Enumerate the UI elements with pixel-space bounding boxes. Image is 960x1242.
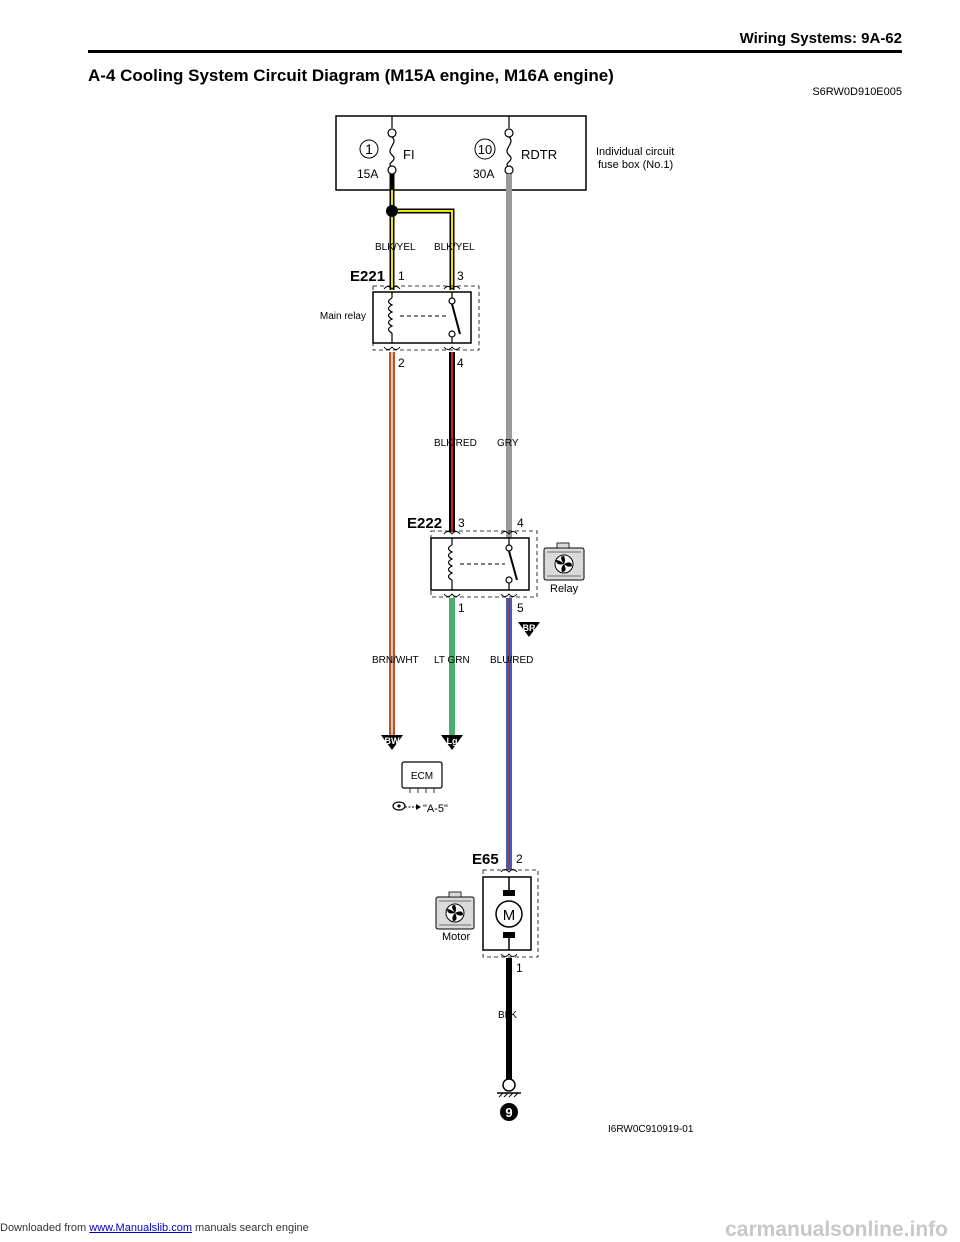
fuse-10-number: 10 — [478, 142, 492, 157]
flag-bw: BW — [381, 735, 403, 750]
ecm-label: ECM — [411, 771, 433, 782]
fuse-icon — [389, 136, 395, 168]
header-divider — [88, 50, 902, 53]
fuse-box-label-line1: Individual circuit — [596, 146, 674, 158]
main-relay-pin-3: 3 — [457, 269, 464, 283]
footer-prefix: Downloaded from — [0, 1222, 90, 1234]
fuse-10-name: RDTR — [521, 147, 557, 162]
main-relay: E221 1 3 2 4 Main relay — [320, 268, 480, 370]
wire-label-blk-yel-2: BLK/YEL — [434, 242, 475, 253]
footer-link[interactable]: www.Manualslib.com — [89, 1222, 192, 1234]
wire-label-blu-red: BLU/RED — [490, 655, 533, 666]
fuse-10-rating: 30A — [473, 167, 494, 181]
main-relay-pin-1: 1 — [398, 269, 405, 283]
figure-id: I6RW0C910919-01 — [608, 1124, 694, 1135]
flag-br-label: BR — [523, 623, 536, 633]
ground-point: 9 — [497, 1078, 521, 1121]
fuse-1-rating: 15A — [357, 167, 378, 181]
fuse-box — [335, 115, 587, 191]
fan-relay-pin-5: 5 — [517, 601, 524, 615]
wire-label-lt-grn: LT GRN — [434, 655, 470, 666]
flag-lg: Lg — [441, 735, 463, 750]
fan-relay-body — [430, 537, 530, 591]
fan-relay-pin-4: 4 — [517, 516, 524, 530]
wire-label-blk-red: BLK/RED — [434, 438, 477, 449]
main-relay-label: Main relay — [320, 311, 366, 322]
main-relay-connector: E221 — [350, 268, 385, 285]
motor-pin-2: 2 — [516, 852, 523, 866]
motor-pin-1: 1 — [516, 961, 523, 975]
relay-switch-icon — [451, 303, 461, 335]
relay-coil-icon — [447, 544, 454, 581]
motor-icon — [495, 900, 523, 928]
fan-icon — [435, 891, 475, 930]
fan-relay-pin-1: 1 — [458, 601, 465, 615]
fan-relay-connector: E222 — [407, 515, 442, 532]
wire-label-blk-yel-1: BLK/YEL — [375, 242, 416, 253]
fan-icon — [543, 542, 585, 581]
section-title: A-4 Cooling System Circuit Diagram (M15A… — [88, 66, 614, 85]
fan-relay-label: Relay — [550, 583, 579, 595]
ecm-ref: "A-5" — [423, 803, 448, 815]
flag-bw-label: BW — [385, 736, 400, 746]
fuse-box-label-line2: fuse box (No.1) — [598, 159, 673, 171]
motor-label: Motor — [442, 931, 470, 943]
wire-label-brn-wht: BRN/WHT — [372, 655, 419, 666]
ecm-reference: ECM "A-5" — [392, 761, 448, 815]
flag-lg-label: Lg — [447, 736, 458, 746]
flag-br: BR — [518, 622, 540, 637]
motor-symbol: M — [503, 907, 516, 924]
relay-coil-icon — [387, 297, 394, 334]
main-relay-pin-4: 4 — [457, 356, 464, 370]
footer-watermark: carmanualsonline.info — [725, 1218, 948, 1241]
main-relay-pin-2: 2 — [398, 356, 405, 370]
fuse-1-number: 1 — [365, 141, 373, 157]
fuse-1-name: FI — [403, 147, 415, 162]
fan-relay: E222 3 4 1 5 Relay — [407, 515, 585, 615]
relay-switch-icon — [508, 550, 518, 581]
footer-source: Downloaded from www.Manualslib.com manua… — [0, 1222, 309, 1234]
footer-suffix: manuals search engine — [191, 1222, 309, 1234]
wire-label-gry: GRY — [497, 438, 519, 449]
fuse-10: 10 RDTR 30A — [473, 116, 557, 181]
ground-number: 9 — [505, 1105, 512, 1120]
ecm-icon — [401, 761, 443, 789]
fuse-1: 1 FI 15A — [357, 116, 415, 181]
wire-blk-yel — [386, 174, 455, 290]
wire-label-blk: BLK — [498, 1010, 517, 1021]
motor-connector: E65 — [472, 851, 499, 868]
page-header-title: Wiring Systems: 9A-62 — [739, 30, 902, 47]
splice-point — [386, 205, 398, 217]
section-code: S6RW0D910E005 — [812, 86, 902, 98]
fan-motor: E65 2 M 1 Motor — [435, 851, 539, 975]
fuse-icon — [506, 136, 512, 168]
fan-relay-pin-3: 3 — [458, 516, 465, 530]
reference-arrow-icon — [392, 801, 421, 811]
